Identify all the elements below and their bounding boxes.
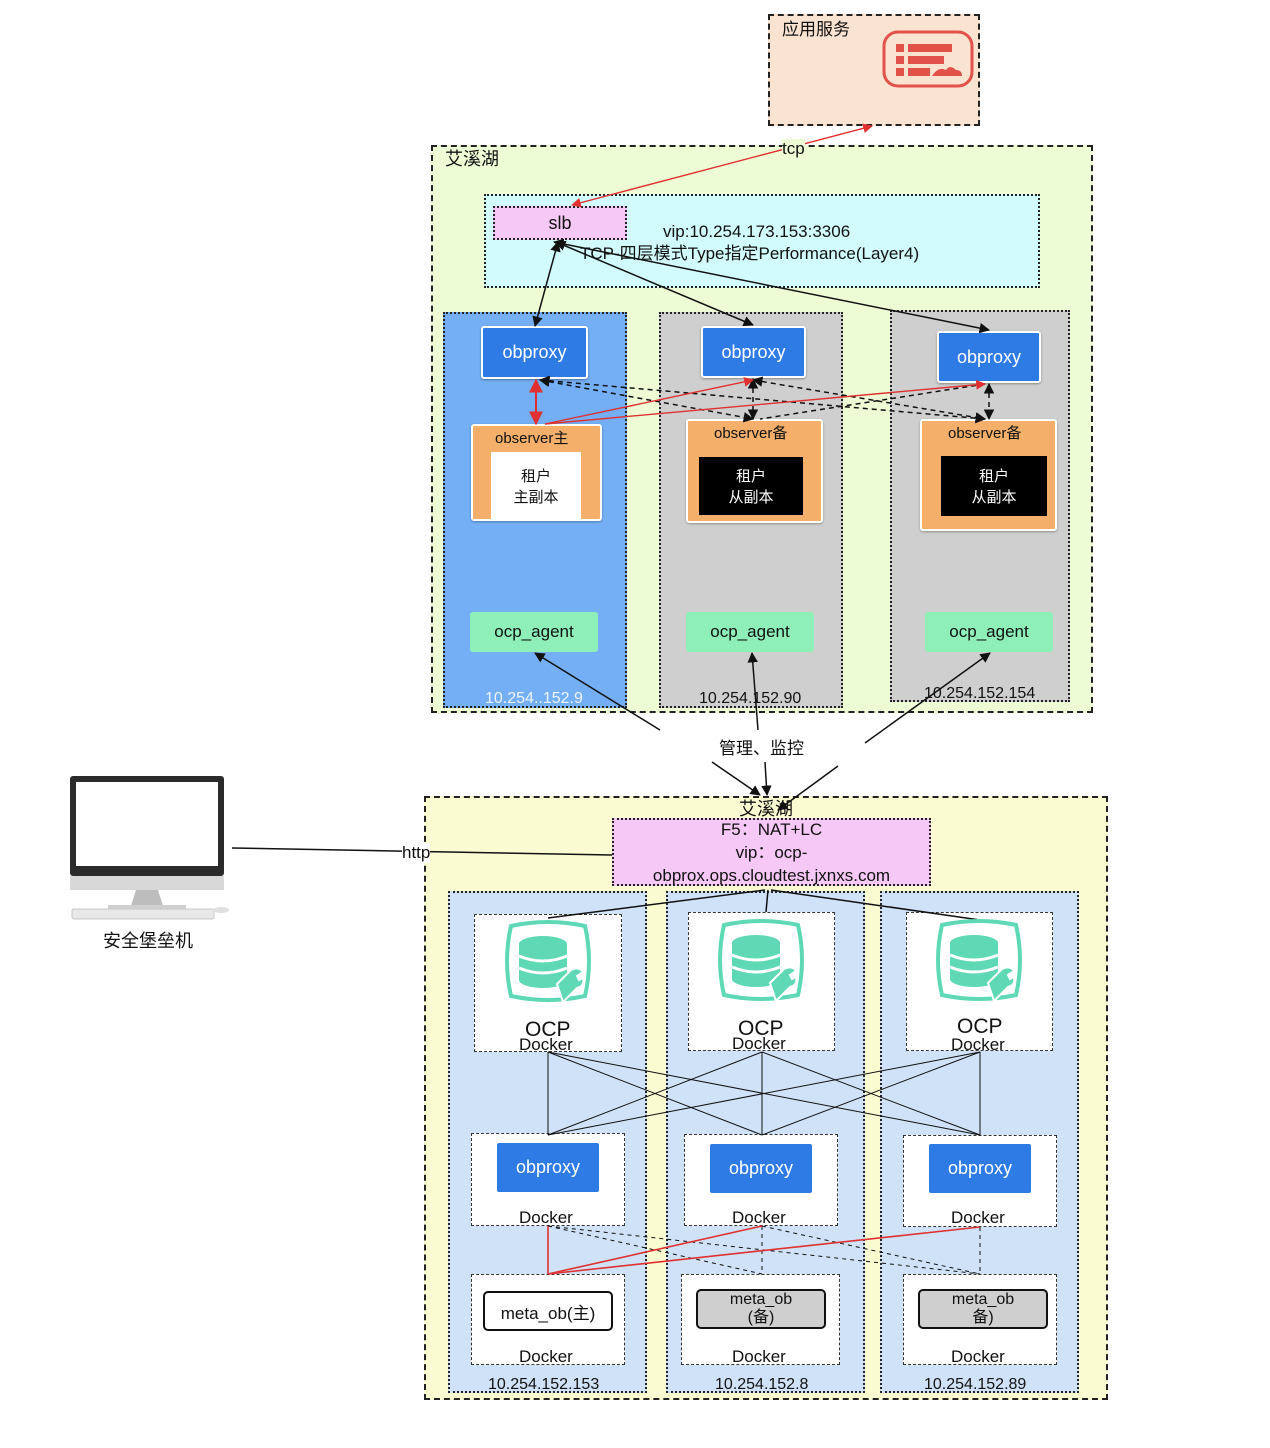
docker-label: Docker [951,1035,1005,1054]
f5-domain-label: obprox.ops.cloudtest.jxnxs.com [652,865,891,885]
top-zone-label: 艾溪湖 [445,149,499,169]
tenant-replica-label: 租户 从副本 [971,468,1017,506]
ocp-label: OCP [738,1017,784,1040]
ocp-agent-3: ocp_agent [925,612,1053,652]
meta-ob-label: meta_ob (备) [729,1291,793,1326]
app-service-box: 应用服务 [768,14,980,126]
top-node-ip-2: 10.254.152.90 [699,690,802,707]
obproxy-label: obproxy [956,346,1022,367]
docker-label: Docker [732,1208,786,1227]
obproxy-node-6: obproxy [929,1144,1031,1193]
ocp-agent-label: ocp_agent [949,622,1029,641]
meta-ob-standby: meta_ob 备) [918,1289,1048,1329]
server-stack-icon [882,30,974,88]
ocp-agent-label: ocp_agent [710,622,790,641]
observer-node-2: observer备 租户 从副本 [686,419,823,523]
ocp-database-icon [930,919,1028,1003]
tenant-replica-box: 租户 从副本 [941,456,1047,516]
observer-label: observer备 [714,425,788,442]
obproxy-node-3: obproxy [937,331,1041,383]
ocp-database-icon [499,920,597,1004]
ocp-database-icon [712,919,810,1003]
slb-label: slb [548,212,572,233]
tenant-replica-box: 租户 主副本 [491,452,581,519]
ocp-agent-2: ocp_agent [686,612,814,652]
tcp-link-label: tcp [782,139,805,159]
tenant-replica-label: 租户 从副本 [728,468,774,506]
ocp-agent-1: ocp_agent [470,612,598,652]
ocp-agent-label: ocp_agent [494,622,574,641]
slb-vip: vip:10.254.173.153:3306 [663,222,851,241]
ocp-label: OCP [957,1015,1003,1038]
meta-ob-primary: meta_ob(主) [483,1291,613,1331]
obproxy-label: obproxy [947,1158,1013,1178]
bastion-label: 安全堡垒机 [103,931,193,951]
slb-mode: TCP-四层模式Type指定Performance(Layer4) [580,244,920,263]
app-service-label: 应用服务 [782,20,850,39]
obproxy-label: obproxy [502,342,567,362]
docker-label: Docker [732,1347,786,1366]
f5-vip-label: vip：ocp- [735,842,808,862]
docker-label: Docker [732,1034,786,1053]
bottom-node-ip-2: 10.254.152.8 [715,1376,809,1393]
bottom-node-ip-3: 10.254.152.89 [924,1376,1027,1393]
docker-label: Docker [951,1347,1005,1366]
f5-load-balancer: F5：NAT+LC vip：ocp- obprox.ops.cloudtest.… [612,818,931,886]
observer-node-3: observer备 租户 从副本 [920,419,1057,531]
obproxy-label: obproxy [728,1158,794,1178]
manage-monitor-label: 管理、监控 [719,739,804,759]
meta-ob-label: meta_ob 备) [951,1291,1015,1326]
http-link-label: http [402,843,431,863]
management-link [761,761,772,797]
obproxy-node-4: obproxy [497,1143,599,1192]
meta-ob-label: meta_ob(主) [500,1303,596,1323]
docker-label: Docker [519,1208,573,1227]
tenant-replica-box: 租户 从副本 [699,457,803,515]
docker-label: Docker [519,1347,573,1366]
obproxy-label: obproxy [721,341,786,362]
top-node-ip-3: 10.254.152.154 [924,685,1036,702]
obproxy-node-5: obproxy [710,1144,812,1193]
meta-ob-standby: meta_ob (备) [696,1289,826,1329]
docker-label: Docker [951,1208,1005,1227]
obproxy-node-2: obproxy [701,326,806,378]
tenant-replica-label: 租户 主副本 [513,467,559,506]
bottom-node-ip-1: 10.254.152.153 [488,1376,600,1393]
obproxy-label: obproxy [515,1157,581,1177]
ocp-label: OCP [525,1018,571,1041]
observer-label: observer备 [948,425,1022,442]
desktop-computer-icon [68,775,236,923]
docker-label: Docker [519,1035,573,1054]
observer-label: observer主 [495,430,569,447]
top-node-ip-1: 10.254..152.9 [485,690,583,707]
observer-node-1: observer主 租户 主副本 [471,424,602,521]
obproxy-node-1: obproxy [481,326,588,379]
management-link [711,761,761,796]
f5-mode-label: F5：NAT+LC [720,819,823,839]
slb-node: slb [493,206,627,240]
